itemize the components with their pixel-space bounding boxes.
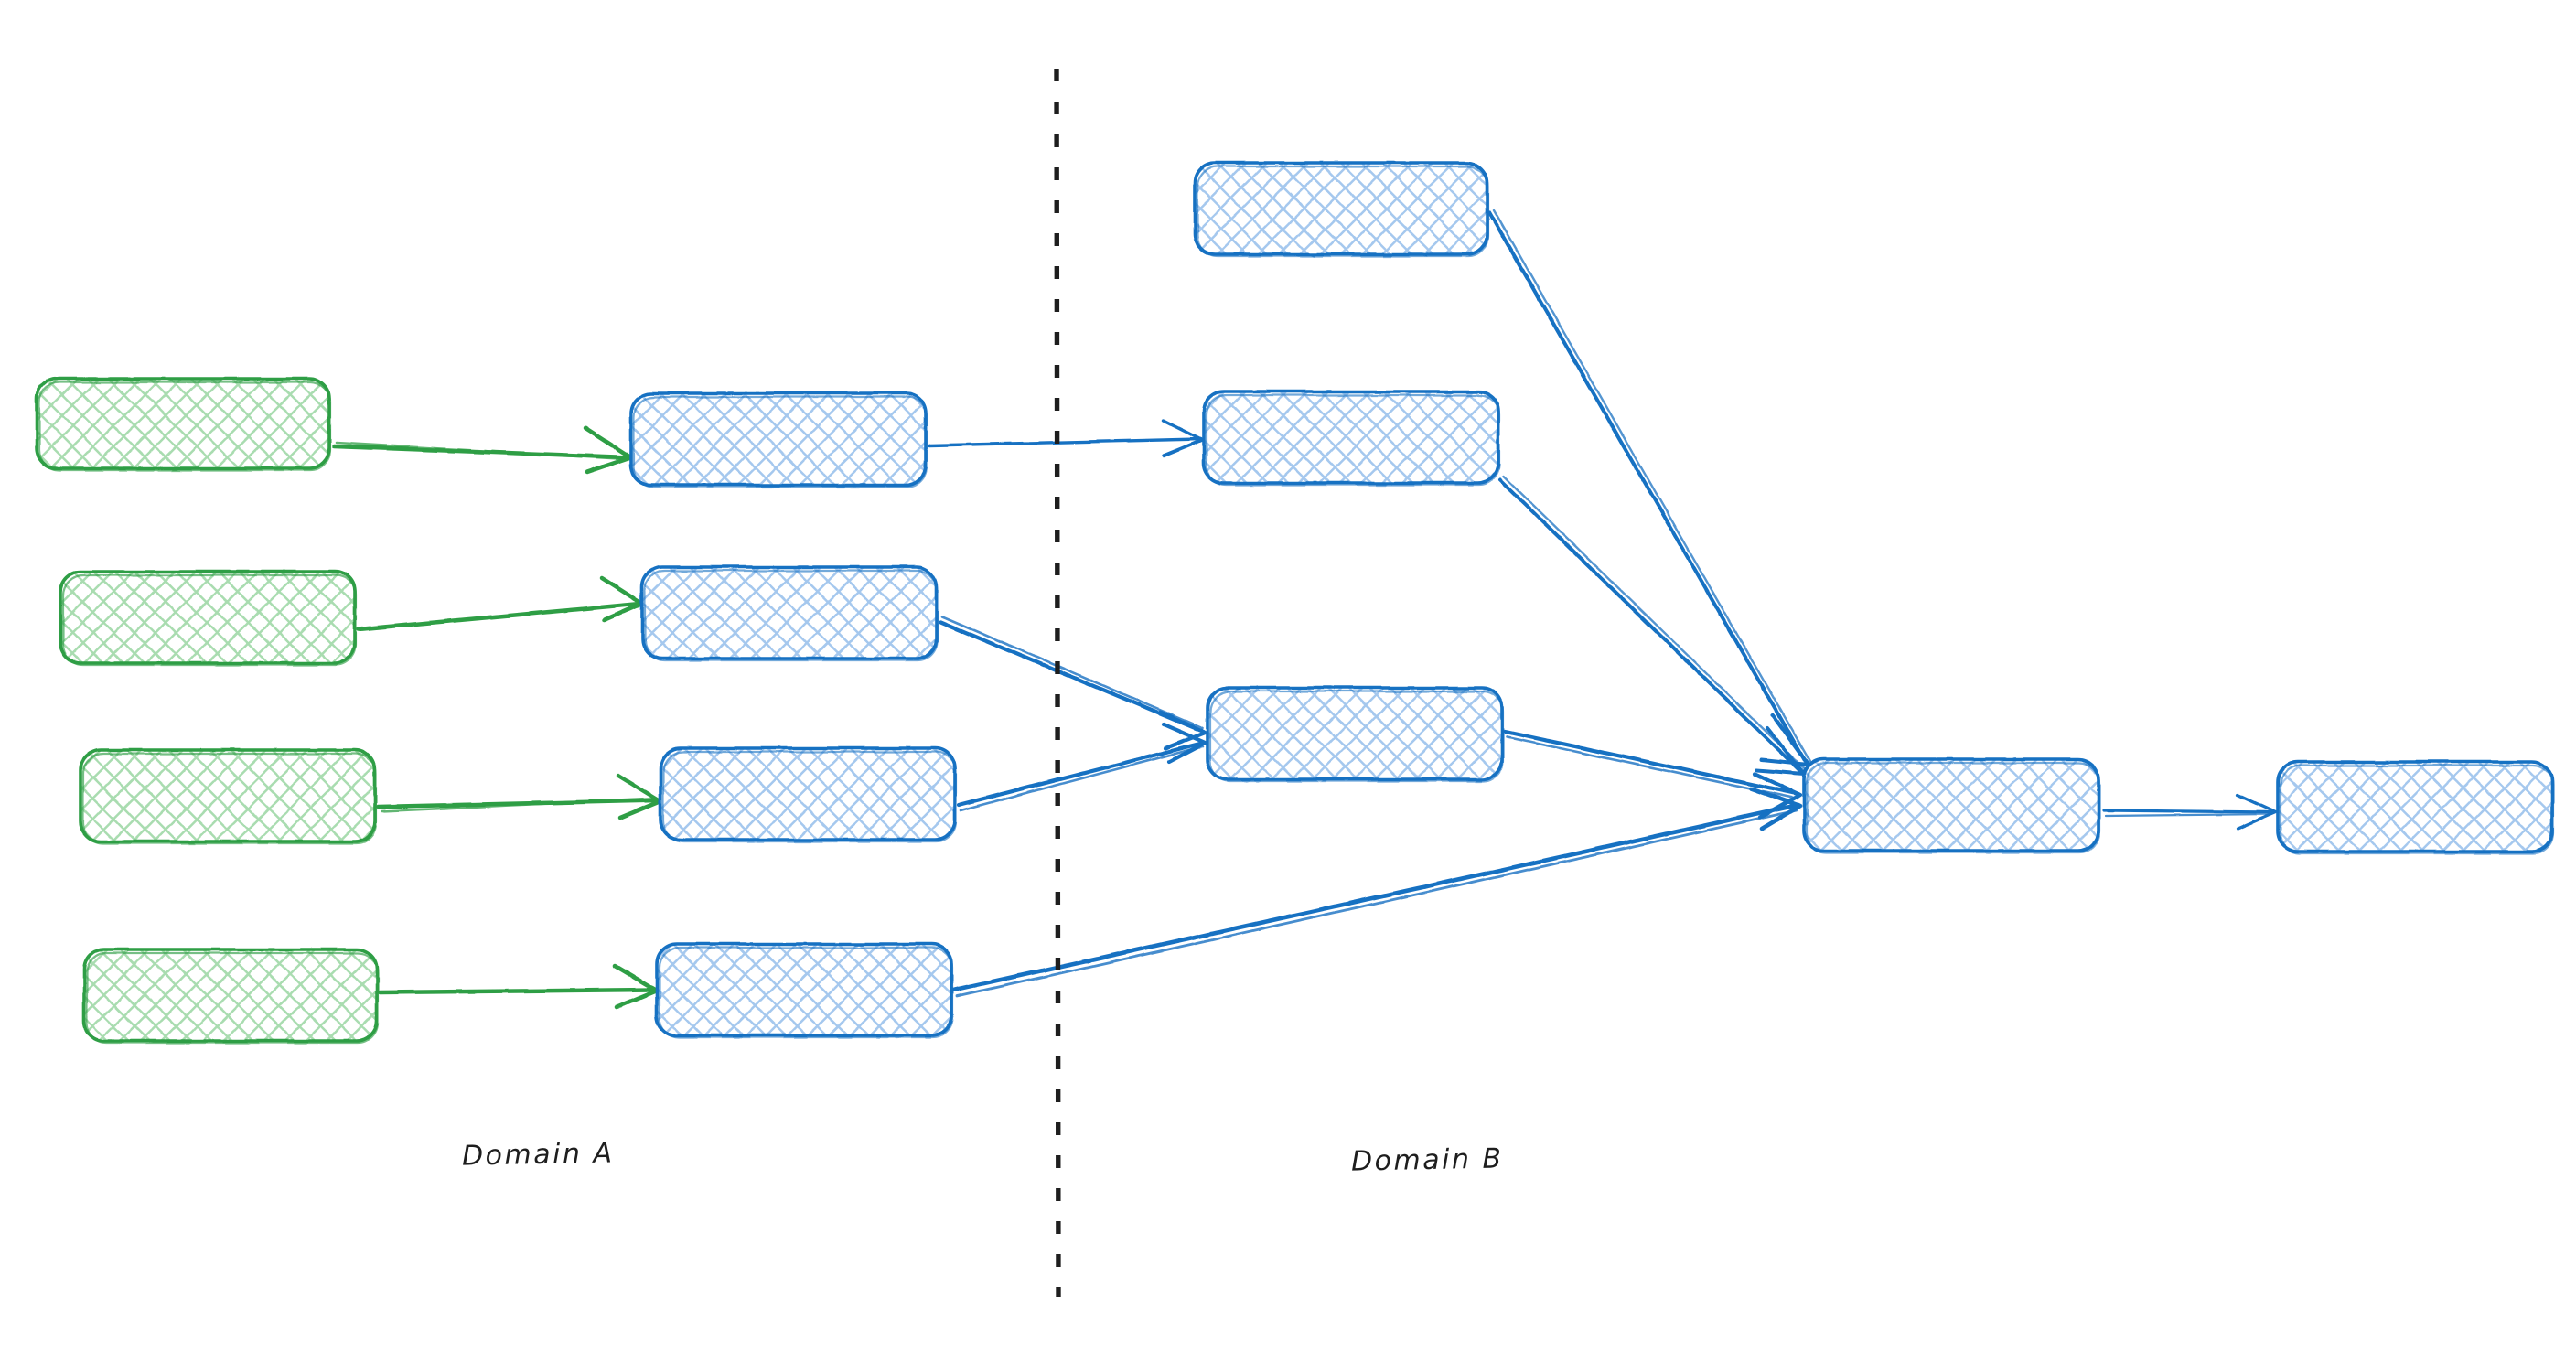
domain-divider: [1054, 68, 1061, 1298]
node-a-mid-3[interactable]: [659, 746, 958, 843]
edge-a-mid-3-to-b-mid: [956, 722, 1208, 812]
node-a-src-1[interactable]: [35, 377, 332, 472]
node-b-mid[interactable]: [1206, 686, 1505, 783]
edge-b-mid-to-b-hub: [1503, 729, 1803, 820]
node-b-hub[interactable]: [1802, 757, 2101, 854]
nodes-layer: [35, 161, 2555, 1045]
edge-a-src-4-to-a-mid-4: [378, 963, 660, 1010]
node-b-upper[interactable]: [1202, 390, 1501, 487]
node-b-top[interactable]: [1193, 161, 1490, 258]
node-a-mid-2[interactable]: [640, 565, 939, 662]
node-a-mid-1[interactable]: [629, 391, 928, 488]
node-a-src-4[interactable]: [82, 948, 380, 1045]
edge-b-upper-to-b-hub: [1498, 475, 1808, 776]
edge-a-mid-4-to-b-hub: [952, 786, 1803, 998]
edge-a-src-1-to-a-mid-1: [331, 425, 634, 475]
node-a-src-2[interactable]: [59, 570, 358, 667]
edge-a-mid-2-to-b-mid: [938, 615, 1208, 751]
domain-b-label: Domain B: [1350, 1142, 1504, 1178]
domain-a-label: Domain A: [461, 1137, 615, 1173]
edge-a-mid-1-to-b-upper: [928, 419, 1204, 457]
edge-a-src-2-to-a-mid-2: [356, 575, 645, 632]
node-a-mid-4[interactable]: [655, 942, 954, 1039]
edge-b-hub-to-b-out: [2102, 793, 2278, 831]
node-b-out[interactable]: [2276, 760, 2555, 855]
node-a-src-3[interactable]: [79, 748, 378, 845]
edge-b-top-to-b-hub: [1487, 209, 1812, 766]
edge-a-src-3-to-a-mid-3: [376, 773, 663, 820]
edges-layer: [331, 209, 2278, 1010]
